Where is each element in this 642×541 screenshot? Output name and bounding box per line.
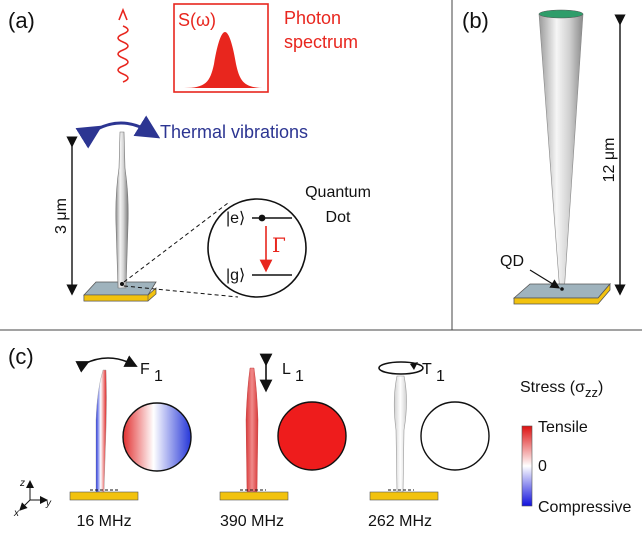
stress-colorbar [521, 425, 533, 507]
quantum-dot-marker-a [120, 282, 124, 286]
substrate-gold-c1 [69, 491, 139, 501]
freq-longitudinal: 390 MHz [220, 513, 284, 530]
axis-y-label: y [45, 498, 52, 509]
micropillar-a [115, 131, 129, 289]
panel-c-label: (c) [8, 344, 34, 369]
wire-top-facet [538, 9, 584, 19]
mode-flexural: F 1 16 MHz [69, 355, 192, 530]
axes-triad: z y x [13, 478, 52, 519]
quantum-dot-marker-b [560, 287, 564, 291]
qd-label-line1: Quantum [305, 184, 371, 201]
freq-flexural: 16 MHz [76, 513, 131, 530]
conical-wire [538, 13, 584, 295]
mode-t-symbol: T [422, 361, 432, 378]
decay-rate-symbol: Γ [272, 233, 286, 257]
colorbar-mid-label: 0 [538, 458, 547, 475]
pillar-torsional [393, 375, 407, 493]
qd-pointer [529, 269, 561, 289]
stress-title: Stress (σzz) [520, 379, 603, 400]
spectrum-title-line1: Photon [284, 8, 341, 28]
qd-label-line2: Dot [326, 209, 351, 226]
axis-x-label: x [13, 508, 20, 519]
ground-state-label: |g⟩ [226, 267, 245, 284]
cross-section-flexural [122, 402, 192, 472]
spectrum-peak [184, 32, 266, 88]
mode-torsional: T 1 262 MHz [368, 361, 490, 530]
mode-f-subscript: 1 [154, 368, 163, 385]
excited-state-label: |e⟩ [226, 210, 245, 227]
mode-longitudinal: L 1 390 MHz [219, 353, 347, 530]
pillar-longitudinal [245, 367, 259, 493]
height-label-a: 3 μm [53, 198, 70, 234]
substrate-slab-b [512, 283, 611, 299]
substrate-gold-c2 [219, 491, 289, 501]
mode-f-symbol: F [140, 361, 150, 378]
mode-l-subscript: 1 [295, 368, 304, 385]
height-label-b: 12 μm [601, 138, 618, 183]
spectrum-symbol: S(ω) [178, 10, 216, 30]
panel-a-label: (a) [8, 8, 35, 33]
freq-torsional: 262 MHz [368, 513, 432, 530]
mode-t-subscript: 1 [436, 368, 445, 385]
vibration-label: Thermal vibrations [160, 122, 308, 142]
substrate-gold-c3 [369, 491, 439, 501]
cross-section-longitudinal [277, 401, 347, 471]
spectrum-title-line2: spectrum [284, 32, 358, 52]
zoom-line-top [123, 202, 229, 283]
substrate-gold-b [513, 282, 611, 305]
colorbar-bottom-label: Compressive [538, 499, 631, 516]
zoom-line-bottom [123, 285, 239, 298]
panel-b-label: (b) [462, 8, 489, 33]
cross-section-torsional [420, 401, 490, 471]
vibration-arrow-icon [75, 115, 161, 149]
axis-z-label: z [19, 478, 25, 489]
bend-arrow-icon [75, 355, 138, 373]
electron-dot [258, 214, 266, 222]
qd-label-b: QD [500, 253, 524, 270]
energy-level-circle [207, 198, 307, 298]
pillar-flexural [95, 369, 107, 493]
mode-l-symbol: L [282, 361, 291, 378]
photon-wave-icon [117, 7, 129, 83]
colorbar-top-label: Tensile [538, 419, 588, 436]
torsion-arrow-icon [378, 361, 424, 375]
